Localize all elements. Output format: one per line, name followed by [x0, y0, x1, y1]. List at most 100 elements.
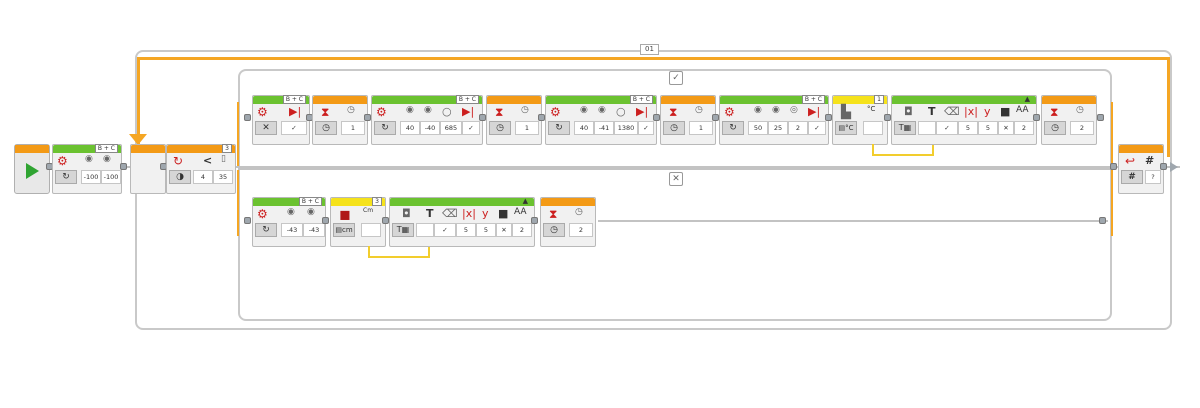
seconds-value[interactable]: 1: [341, 121, 365, 135]
power-left-value[interactable]: 40: [574, 121, 594, 135]
play-icon[interactable]: [26, 163, 39, 179]
move-stop-block[interactable]: B + C ⚙ ▶| ✕ ✓: [252, 95, 310, 145]
x-value[interactable]: 5: [456, 223, 476, 237]
mode-selector[interactable]: ↻: [55, 170, 77, 184]
x-coordinate-icon: |x|: [462, 207, 476, 220]
display-text-block[interactable]: ▲ ◘ T ⌫ |x| y ■ AA T▦ ✓ 5 5 ✕ 2: [389, 197, 535, 247]
hash-icon: #: [1145, 154, 1155, 167]
x-value[interactable]: 5: [958, 121, 978, 135]
loop-interrupt-block[interactable]: ↩ # # ?: [1118, 144, 1164, 194]
mode-selector[interactable]: ↻: [255, 223, 277, 237]
power-right-value[interactable]: 25: [768, 121, 788, 135]
sequence-end-arrow: [1170, 162, 1178, 172]
y-value[interactable]: 5: [978, 121, 998, 135]
display-text-block[interactable]: ▲ ◘ T ⌫ |x| y ■ AA T▦ ✓ 5 5 ✕ 2: [891, 95, 1037, 145]
brake-icon: ▶|: [636, 105, 649, 118]
switch-arm-left-top: [237, 102, 239, 166]
move-tank-block[interactable]: B + C ⚙ ◉ ◉ ↻ -100 -100: [52, 144, 122, 194]
mode-selector[interactable]: ▤cm: [333, 223, 355, 237]
timer-icon: ◷: [1076, 105, 1084, 115]
mode-selector[interactable]: ▤°C: [835, 121, 857, 135]
wait-timer-block[interactable]: ⧗ ◷ ◷ 1: [312, 95, 368, 145]
loop-name-value[interactable]: ?: [1145, 170, 1161, 184]
degrees-value[interactable]: 685: [440, 121, 462, 135]
move-degrees-block[interactable]: B + C ⚙ ◉ ◉ ○ ▶| ↻ 40 -41 1380 ✓: [545, 95, 657, 145]
compare-operator[interactable]: <: [203, 154, 213, 167]
brake-checkbox[interactable]: ✓: [281, 121, 307, 135]
threshold-value[interactable]: 35: [213, 170, 233, 184]
switch-sensor-block[interactable]: 3 ↻ < ▯ ◑ 4 35: [166, 144, 236, 194]
clear-checkbox[interactable]: ✓: [434, 223, 456, 237]
power-right-value[interactable]: -43: [303, 223, 325, 237]
connector: [653, 114, 660, 121]
seconds-value[interactable]: 2: [1070, 121, 1094, 135]
mode-selector[interactable]: ◑: [169, 170, 191, 184]
move-degrees-block[interactable]: B + C ⚙ ◉ ◉ ○ ▶| ↻ 40 -40 685 ✓: [371, 95, 483, 145]
power-left-value[interactable]: -100: [81, 170, 101, 184]
case-true-icon[interactable]: ✓: [669, 71, 683, 85]
motor-icon: ⚙: [376, 105, 387, 119]
move-tank-block[interactable]: B + C ⚙ ◉ ◉ ↻ -43 -43: [252, 197, 326, 247]
mode-off-selector[interactable]: ✕: [255, 121, 277, 135]
rotations-value[interactable]: 2: [788, 121, 808, 135]
seconds-value[interactable]: 1: [515, 121, 539, 135]
text-input-plug[interactable]: [416, 223, 434, 237]
power-icon: ◉: [307, 207, 315, 217]
wait-timer-block[interactable]: ⧗ ◷ ◷ 1: [486, 95, 542, 145]
output-plug[interactable]: [361, 223, 381, 237]
mode-selector[interactable]: ↻: [548, 121, 570, 135]
y-value[interactable]: 5: [476, 223, 496, 237]
mode-selector[interactable]: ◷: [315, 121, 337, 135]
hourglass-icon: ⧗: [549, 207, 558, 221]
connector: [1033, 114, 1040, 121]
output-plug[interactable]: [863, 121, 883, 135]
loop-label[interactable]: 01: [640, 44, 659, 55]
move-rotations-block[interactable]: B + C ⚙ ◉ ◉ ◎ ▶| ↻ 50 25 2 ✓: [719, 95, 829, 145]
brake-checkbox[interactable]: ✓: [638, 121, 654, 135]
power-left-value[interactable]: -43: [281, 223, 303, 237]
loop-wire-left: [137, 57, 140, 145]
temperature-sensor-block[interactable]: 1 ▙ °C ▤°C: [832, 95, 888, 145]
power-right-value[interactable]: -41: [594, 121, 614, 135]
power-icon: ◉: [598, 105, 606, 115]
seconds-value[interactable]: 1: [689, 121, 713, 135]
font-value[interactable]: 2: [1014, 121, 1034, 135]
degrees-value[interactable]: 1380: [614, 121, 638, 135]
seconds-value[interactable]: 2: [569, 223, 593, 237]
power-right-value[interactable]: -100: [101, 170, 121, 184]
clear-checkbox[interactable]: ✓: [936, 121, 958, 135]
wait-timer-block[interactable]: ⧗ ◷ ◷ 1: [660, 95, 716, 145]
power-left-value[interactable]: 40: [400, 121, 420, 135]
start-block[interactable]: [14, 144, 50, 194]
text-input-plug[interactable]: [918, 121, 936, 135]
port-value[interactable]: 4: [193, 170, 213, 184]
wait-timer-block[interactable]: ⧗ ◷ ◷ 2: [540, 197, 596, 247]
mode-selector[interactable]: ◷: [543, 223, 565, 237]
power-left-value[interactable]: 50: [748, 121, 768, 135]
brake-checkbox[interactable]: ✓: [462, 121, 480, 135]
unit-label: °C: [867, 105, 876, 113]
mode-selector[interactable]: T▦: [894, 121, 916, 135]
color-value[interactable]: ✕: [998, 121, 1014, 135]
mode-selector[interactable]: ◷: [1044, 121, 1066, 135]
wait-timer-block[interactable]: ⧗ ◷ ◷ 2: [1041, 95, 1097, 145]
mode-selector[interactable]: ↻: [722, 121, 744, 135]
font-value[interactable]: 2: [512, 223, 532, 237]
mode-selector[interactable]: #: [1121, 170, 1143, 184]
loop-wire-arrow: [129, 134, 147, 145]
threshold-icon: ▯: [221, 154, 226, 164]
rotations-icon: ◎: [790, 105, 798, 115]
power-icon: ◉: [754, 105, 762, 115]
mode-selector[interactable]: T▦: [392, 223, 414, 237]
brake-checkbox[interactable]: ✓: [808, 121, 826, 135]
color-value[interactable]: ✕: [496, 223, 512, 237]
ultrasonic-sensor-block[interactable]: 3 ◼ Cm ▤cm: [330, 197, 386, 247]
power-right-value[interactable]: -40: [420, 121, 440, 135]
connector: [884, 114, 891, 121]
mode-selector[interactable]: ◷: [663, 121, 685, 135]
mode-selector[interactable]: ◷: [489, 121, 511, 135]
switch-divider: [238, 168, 1112, 170]
timer-icon: ◷: [575, 207, 583, 217]
mode-selector[interactable]: ↻: [374, 121, 396, 135]
case-false-icon[interactable]: ✕: [669, 172, 683, 186]
